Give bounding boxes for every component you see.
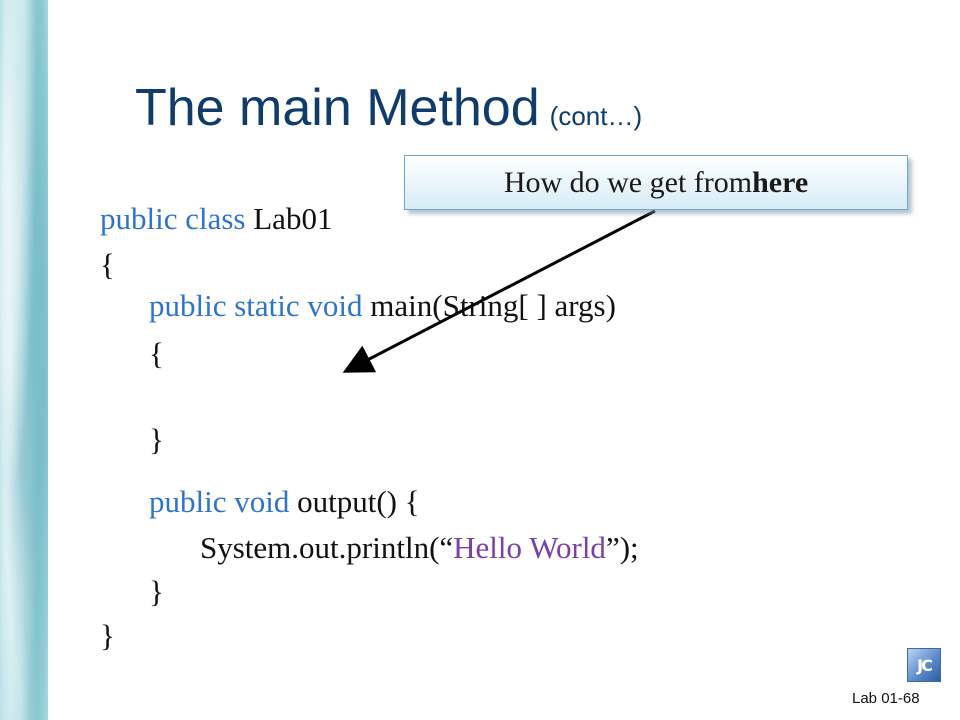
code-text: ”);: [605, 530, 639, 565]
code-text: Lab01: [245, 201, 333, 236]
code-keyword: public class: [100, 201, 246, 236]
code-line-class-close-brace: }: [100, 618, 115, 653]
callout-text: How do we get from: [503, 165, 753, 199]
title-suffix: (cont…): [549, 101, 643, 131]
code-line-main-signature: public static void main(String[ ] args): [149, 288, 616, 324]
code-text: System.out.println(“: [200, 530, 454, 565]
code-line-output-close-brace: }: [149, 574, 164, 609]
slide-title: The main Method (cont…): [135, 78, 642, 146]
code-line-open-brace: {: [100, 247, 115, 282]
code-text: main(String[ ] args): [362, 288, 616, 323]
code-text: output() {: [289, 484, 420, 519]
code-line-class-declaration: public class Lab01: [100, 201, 332, 237]
code-keyword: public void: [149, 484, 290, 519]
slide-footer: Lab 01-68: [852, 690, 920, 707]
code-string-literal: Hello World: [453, 530, 606, 565]
decorative-left-strip: [0, 0, 48, 720]
callout-emphasis: here: [752, 165, 809, 199]
callout-box: How do we get from here: [404, 155, 908, 210]
code-line-println: System.out.println(“Hello World”);: [200, 530, 639, 566]
code-line-main-open-brace: {: [149, 336, 164, 371]
jc-logo-icon: JC: [907, 648, 941, 682]
code-line-main-close-brace: }: [149, 422, 164, 457]
code-line-output-signature: public void output() {: [149, 484, 420, 520]
title-main: The main Method: [135, 79, 540, 137]
code-keyword: public static void: [149, 288, 363, 323]
